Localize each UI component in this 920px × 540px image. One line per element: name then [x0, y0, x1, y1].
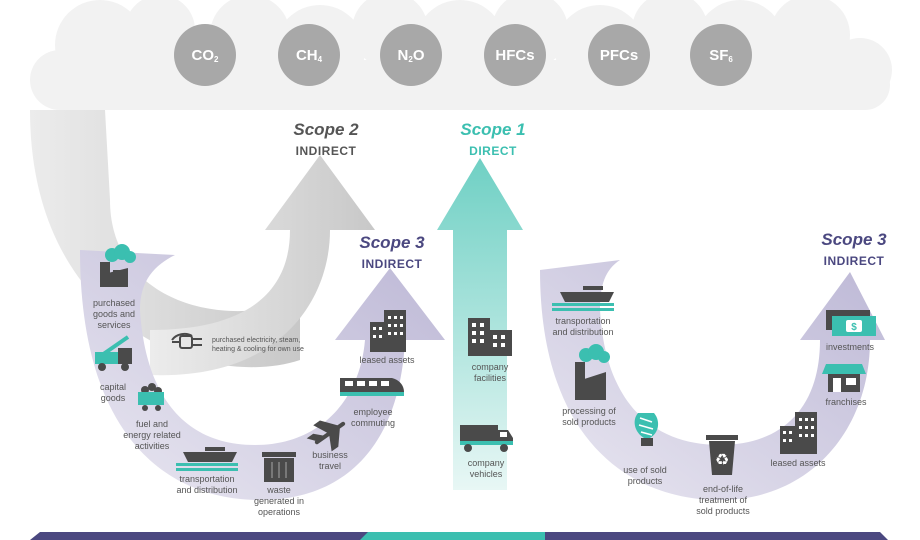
label-investments: investments [825, 342, 875, 352]
gas-co2-base: CO [191, 46, 215, 64]
bottom-bar-middle [360, 532, 553, 540]
scope3-left-subtitle: INDIRECT [361, 257, 423, 271]
train-icon [340, 378, 404, 396]
cloud-band [30, 0, 892, 110]
ship-icon [176, 447, 238, 471]
gas-pfcs-base: PFCs [599, 46, 639, 64]
airplane-icon [306, 420, 346, 452]
label-leased-assets-left: leased assets [359, 355, 415, 365]
bottom-bar-left [30, 532, 370, 540]
gas-n2o-sub: 2 [408, 54, 413, 64]
gas-ch4-sub: 4 [317, 54, 323, 64]
gas-hfcs: HFCs [484, 24, 546, 86]
gas-hfcs-base: HFCs [495, 46, 535, 64]
recycle-bin-icon: ♻ [706, 435, 738, 475]
label-processing: processing of sold products [562, 406, 616, 427]
label-transport-right: transportation and distribution [552, 316, 614, 337]
scope3-right-title: Scope 3 [821, 230, 887, 249]
storefront-icon [822, 364, 866, 392]
gas-sf6-sub: 6 [728, 54, 733, 64]
label-purchased-electricity: purchased electricity, steam, heating & … [212, 337, 304, 353]
scope1-subtitle: DIRECT [469, 144, 517, 158]
money-icon: $ [826, 310, 876, 336]
label-capital-goods: capital goods [99, 382, 126, 403]
scope2-arrow-curve [150, 155, 375, 376]
svg-text:♻: ♻ [715, 450, 729, 469]
crane-truck-icon [95, 335, 132, 371]
bottom-bar-right [545, 532, 888, 540]
dumpster-icon [262, 452, 296, 482]
ship-right-icon [552, 286, 614, 311]
label-business-travel: business travel [312, 450, 348, 471]
scope3-right-subtitle: INDIRECT [823, 254, 885, 268]
truck-icon [460, 425, 513, 452]
gas-co2-sub: 2 [214, 54, 219, 64]
label-purchased-goods: purchased goods and services [92, 298, 136, 330]
label-company-facilities: company facilities [471, 362, 509, 383]
gas-ch4-base: CH [295, 46, 318, 64]
label-leased-assets-right: leased assets [770, 458, 826, 468]
processing-factory-icon [575, 344, 610, 400]
dollar-symbol: $ [851, 322, 857, 333]
label-transport-left: transportation and distribution [176, 474, 238, 495]
label-employee-commuting: employee commuting [350, 407, 395, 428]
label-end-of-life: end-of-life treatment of sold products [696, 484, 750, 516]
label-franchises: franchises [825, 397, 867, 407]
factory-icon [100, 244, 136, 287]
scope3-left-arc [80, 250, 445, 500]
gas-n2o-suffix: O [412, 46, 425, 64]
facility-building-icon [468, 318, 512, 356]
gas-sf6-base: SF [709, 46, 729, 64]
gas-n2o-base: N [397, 46, 409, 64]
building-icon [370, 310, 406, 352]
label-use-sold: use of sold products [623, 465, 667, 486]
gas-pfcs: PFCs [588, 24, 650, 86]
scope3-left-title: Scope 3 [359, 233, 425, 252]
scope1-title: Scope 1 [460, 120, 526, 139]
coal-cart-icon [138, 383, 164, 411]
label-fuel-energy: fuel and energy related activities [123, 419, 181, 451]
lightbulb-icon [634, 413, 659, 446]
scope2-arrow [30, 110, 300, 368]
scope2-title: Scope 2 [293, 120, 359, 139]
plug-icon [171, 332, 202, 349]
building-right-icon [780, 412, 817, 454]
label-waste: waste generated in operations [253, 485, 305, 517]
scope2-subtitle: INDIRECT [295, 144, 357, 158]
label-company-vehicles: company vehicles [467, 458, 505, 479]
